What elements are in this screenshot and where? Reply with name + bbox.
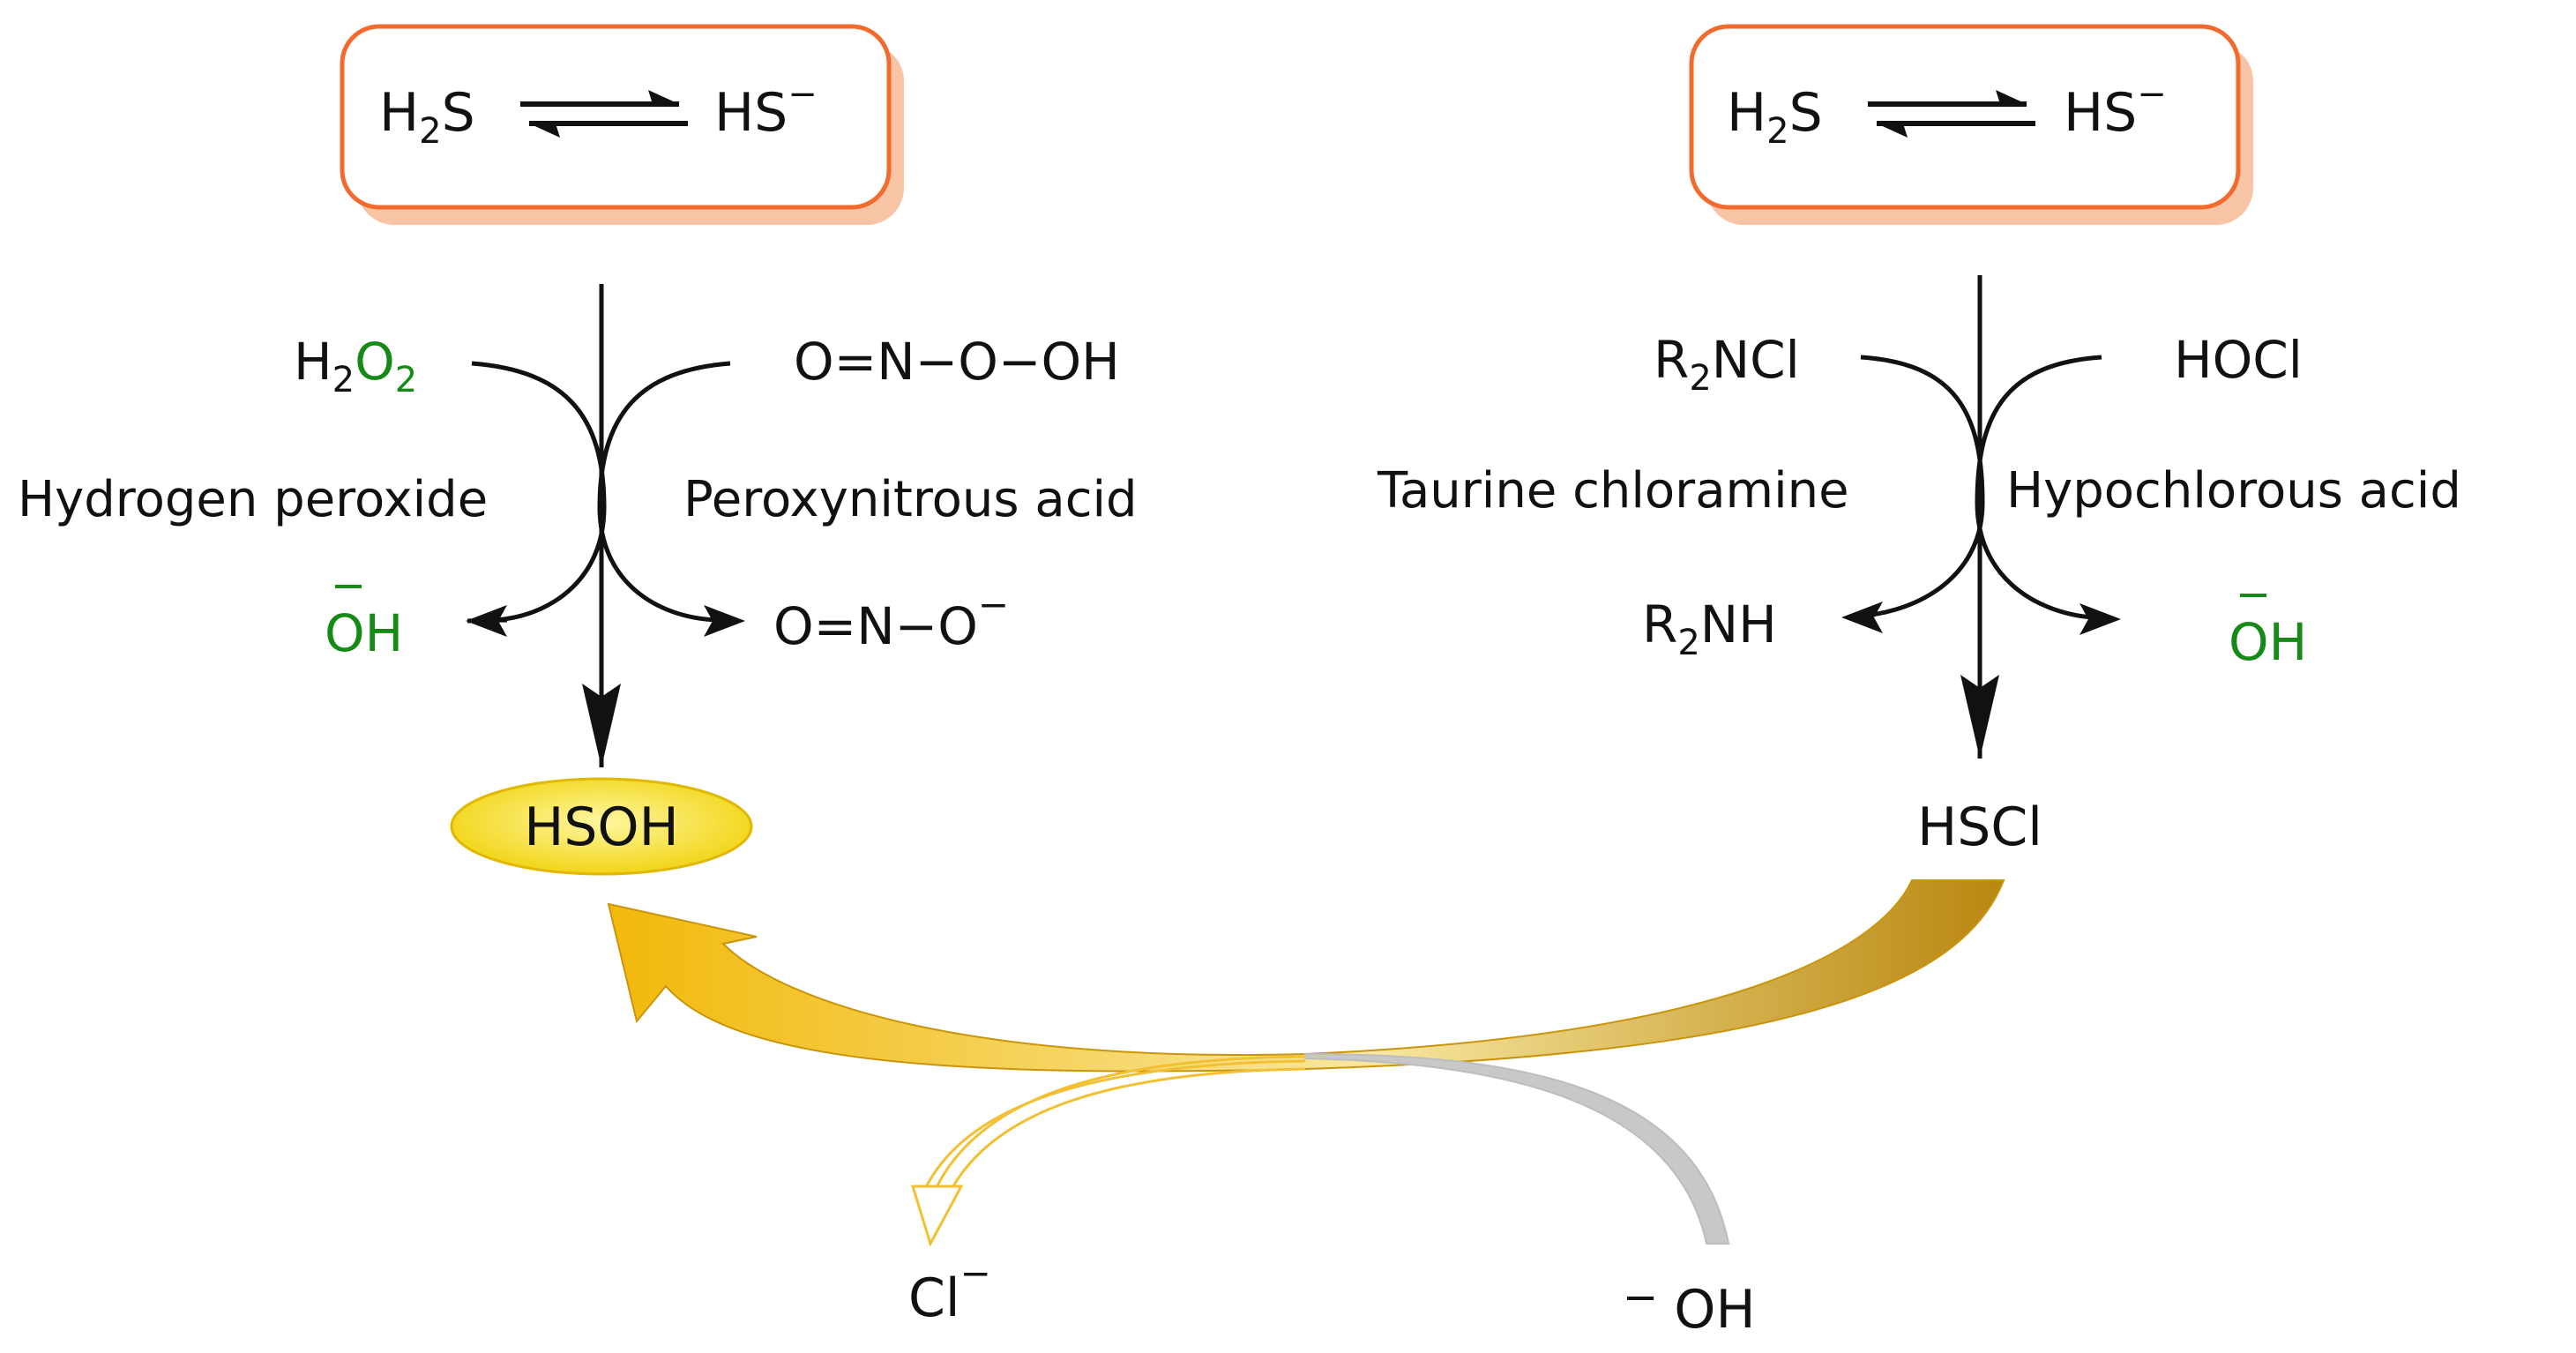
left-eq-reactant: H2S bbox=[379, 82, 475, 152]
left-curve-peroxynitrous bbox=[597, 361, 731, 623]
left-name-hydrogen-peroxide: Hydrogen peroxide bbox=[18, 471, 488, 528]
svg-text:OH: OH bbox=[325, 603, 403, 663]
left-equilibrium-box: H2S HS− bbox=[340, 24, 904, 225]
right-eq-product: HS− bbox=[2064, 74, 2167, 144]
right-name-hypochlorous-acid: Hypochlorous acid bbox=[2006, 462, 2461, 520]
chloride-open-arrowhead bbox=[910, 1185, 964, 1247]
right-product-hydroxide: − OH bbox=[2229, 570, 2307, 672]
right-oh-arrowhead bbox=[2079, 603, 2121, 635]
right-reagent-chloramine: R2NCl bbox=[1654, 330, 1800, 399]
svg-text:OH: OH bbox=[2229, 612, 2307, 672]
right-box-frame bbox=[1689, 24, 2241, 210]
hydroxide-incoming-arc bbox=[1304, 1052, 1730, 1245]
right-reaction-arrows bbox=[1841, 275, 2121, 759]
right-eq-reactant: H2S bbox=[1727, 82, 1823, 152]
left-product-hydroxide: − OH bbox=[325, 561, 403, 663]
left-box-frame bbox=[340, 24, 892, 210]
hsoh-highlight bbox=[450, 777, 753, 876]
conversion-arrow bbox=[607, 879, 2005, 1073]
right-curve-hypochlorous bbox=[1975, 355, 2102, 620]
right-equilibrium-arrows bbox=[1868, 90, 2035, 138]
left-reaction-arrows bbox=[466, 284, 745, 767]
hydroxide-label: −OH bbox=[1623, 1273, 1756, 1341]
right-curve-chloramine bbox=[1860, 355, 1985, 618]
hsoh-label: HSOH bbox=[524, 796, 679, 858]
left-onoo-arrowhead bbox=[704, 605, 745, 637]
left-reagent-peroxynitrous: O=N−O−OH bbox=[794, 332, 1120, 392]
gold-arc-arrow bbox=[607, 879, 2005, 1073]
left-equilibrium-arrows bbox=[520, 90, 688, 138]
left-main-arrowhead bbox=[582, 684, 621, 767]
left-eq-product: HS− bbox=[714, 74, 818, 144]
right-name-taurine-chloramine: Taurine chloramine bbox=[1377, 462, 1849, 520]
right-r2nh-arrowhead bbox=[1841, 602, 1883, 633]
right-main-arrowhead bbox=[1960, 675, 1999, 759]
left-curve-h2o2 bbox=[471, 361, 607, 623]
hsoh-product: HSOH bbox=[450, 777, 753, 876]
left-reagent-hydrogen-peroxide: H2O2 bbox=[294, 332, 417, 400]
left-oh-arrowhead bbox=[466, 605, 507, 637]
right-product-r2nh: R2NH bbox=[1642, 594, 1777, 663]
lower-exchange-arrows bbox=[910, 1052, 1730, 1247]
hscl-label: HSCl bbox=[1917, 796, 2042, 858]
svg-text:−: − bbox=[331, 561, 366, 610]
left-product-peroxynitrite: O=N−O− bbox=[773, 583, 1009, 656]
right-reagent-hypochlorous: HOCl bbox=[2174, 330, 2303, 390]
chloride-label: Cl− bbox=[908, 1252, 991, 1329]
right-equilibrium-box: H2S HS− bbox=[1689, 24, 2253, 225]
svg-text:−: − bbox=[2236, 570, 2271, 619]
left-name-peroxynitrous-acid: Peroxynitrous acid bbox=[683, 471, 1138, 528]
